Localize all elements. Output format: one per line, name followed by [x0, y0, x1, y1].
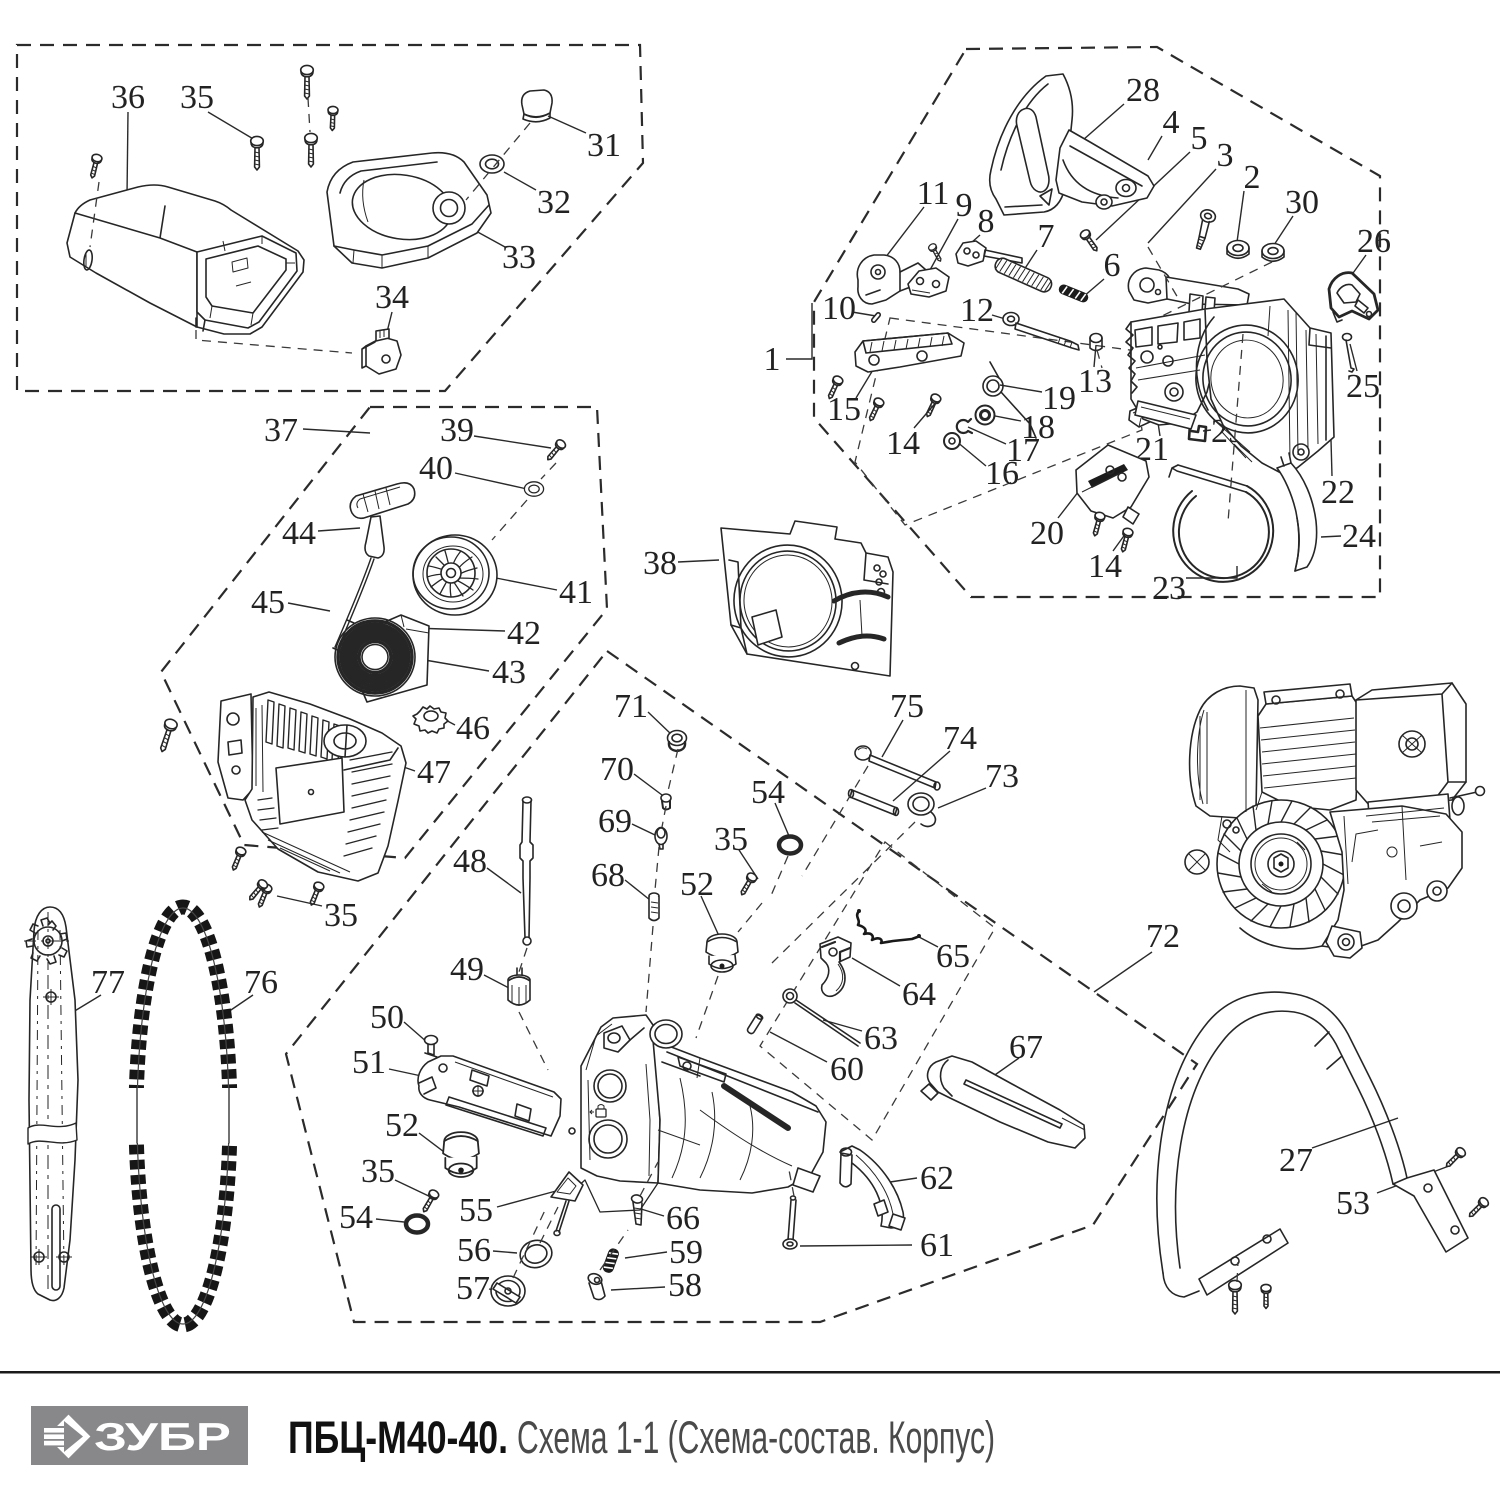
svg-text:57: 57 [456, 1270, 490, 1307]
svg-text:41: 41 [559, 574, 593, 611]
svg-text:70: 70 [600, 751, 634, 788]
svg-text:23: 23 [1152, 570, 1186, 607]
svg-text:67: 67 [1009, 1029, 1043, 1066]
svg-text:13: 13 [1078, 363, 1112, 400]
svg-text:9: 9 [956, 187, 973, 224]
svg-text:77: 77 [91, 964, 125, 1001]
svg-text:26: 26 [1357, 223, 1391, 260]
svg-text:22: 22 [1321, 474, 1355, 511]
svg-text:40: 40 [419, 450, 453, 487]
svg-text:8: 8 [978, 203, 995, 240]
svg-text:54: 54 [751, 774, 785, 811]
svg-text:45: 45 [251, 584, 285, 621]
svg-text:14: 14 [886, 425, 920, 462]
svg-text:4: 4 [1163, 104, 1180, 141]
svg-text:49: 49 [450, 951, 484, 988]
svg-text:68: 68 [591, 857, 625, 894]
svg-text:44: 44 [282, 515, 316, 552]
svg-text:37: 37 [264, 412, 298, 449]
svg-text:34: 34 [375, 279, 409, 316]
svg-text:73: 73 [985, 758, 1019, 795]
svg-text:Схема 1-1 (Схема-состав. Корпу: Схема 1-1 (Схема-состав. Корпус) [517, 1412, 995, 1463]
svg-text:62: 62 [920, 1160, 954, 1197]
svg-text:52: 52 [385, 1107, 419, 1144]
svg-text:61: 61 [920, 1227, 954, 1264]
svg-text:69: 69 [598, 803, 632, 840]
svg-text:55: 55 [459, 1192, 493, 1229]
svg-text:56: 56 [457, 1232, 491, 1269]
svg-text:59: 59 [669, 1234, 703, 1271]
svg-text:35: 35 [714, 821, 748, 858]
svg-text:24: 24 [1342, 518, 1376, 555]
svg-text:14: 14 [1088, 548, 1122, 585]
svg-text:31: 31 [587, 127, 621, 164]
svg-text:48: 48 [453, 843, 487, 880]
svg-text:50: 50 [370, 999, 404, 1036]
svg-text:10: 10 [822, 290, 856, 327]
svg-text:63: 63 [864, 1020, 898, 1057]
svg-text:75: 75 [890, 688, 924, 725]
svg-text:53: 53 [1336, 1185, 1370, 1222]
svg-text:33: 33 [502, 239, 536, 276]
svg-text:46: 46 [456, 710, 490, 747]
svg-text:72: 72 [1146, 918, 1180, 955]
svg-text:16: 16 [985, 455, 1019, 492]
svg-text:76: 76 [244, 964, 278, 1001]
svg-text:35: 35 [324, 897, 358, 934]
svg-text:6: 6 [1104, 247, 1121, 284]
svg-text:1: 1 [764, 341, 781, 378]
svg-text:12: 12 [960, 292, 994, 329]
svg-text:35: 35 [180, 79, 214, 116]
svg-text:3: 3 [1217, 137, 1234, 174]
svg-text:65: 65 [936, 938, 970, 975]
svg-text:17: 17 [1006, 432, 1040, 469]
svg-text:2: 2 [1244, 159, 1261, 196]
svg-text:71: 71 [614, 688, 648, 725]
svg-text:66: 66 [666, 1200, 700, 1237]
svg-text:74: 74 [943, 720, 977, 757]
svg-text:54: 54 [339, 1199, 373, 1236]
svg-text:28: 28 [1126, 72, 1160, 109]
svg-text:ЗУБР: ЗУБР [94, 1416, 231, 1459]
svg-text:20: 20 [1030, 515, 1064, 552]
svg-text:39: 39 [440, 412, 474, 449]
svg-text:ПБЦ-М40-40.: ПБЦ-М40-40. [288, 1412, 508, 1463]
svg-text:5: 5 [1191, 120, 1208, 157]
svg-text:30: 30 [1285, 184, 1319, 221]
svg-text:52: 52 [680, 866, 714, 903]
svg-text:51: 51 [352, 1044, 386, 1081]
svg-text:38: 38 [643, 545, 677, 582]
svg-text:64: 64 [902, 976, 936, 1013]
svg-text:18: 18 [1021, 409, 1055, 446]
svg-text:42: 42 [507, 615, 541, 652]
svg-text:43: 43 [492, 654, 526, 691]
svg-text:58: 58 [668, 1267, 702, 1304]
svg-text:11: 11 [917, 175, 950, 212]
svg-text:25: 25 [1346, 368, 1380, 405]
svg-text:47: 47 [417, 754, 451, 791]
svg-text:36: 36 [111, 79, 145, 116]
svg-text:32: 32 [537, 184, 571, 221]
svg-text:35: 35 [361, 1153, 395, 1190]
svg-text:19: 19 [1042, 380, 1076, 417]
svg-text:7: 7 [1038, 218, 1055, 255]
svg-text:27: 27 [1279, 1142, 1313, 1179]
svg-text:60: 60 [830, 1051, 864, 1088]
